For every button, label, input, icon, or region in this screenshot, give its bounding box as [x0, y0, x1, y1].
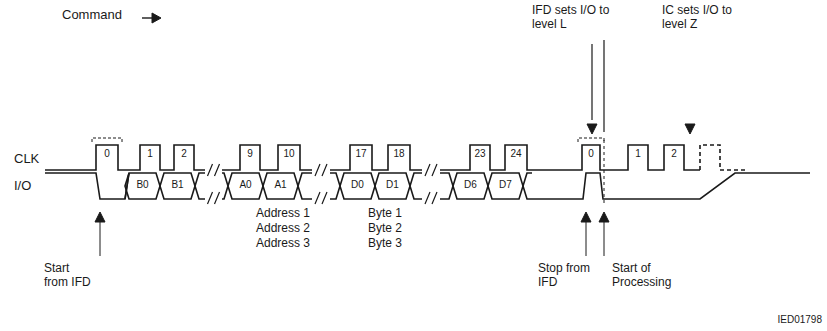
- command-arrow: [152, 13, 161, 23]
- io-start-bit: [45, 173, 129, 199]
- data-bit: B0: [136, 179, 148, 191]
- clock-number: 0: [104, 148, 110, 160]
- command-label: Command: [62, 8, 122, 23]
- data-bit: D6: [464, 179, 477, 191]
- break-mark: [315, 192, 327, 204]
- io-signal-end: [523, 173, 810, 199]
- event-label: Stop from IFD: [538, 262, 594, 290]
- io-continuation: [298, 173, 312, 199]
- data-bit-cell: [453, 173, 488, 199]
- start-bracket: [92, 138, 122, 142]
- processing-arrow-stem: [604, 222, 605, 256]
- data-bit: D0: [351, 179, 364, 191]
- break-mark: [425, 192, 437, 204]
- stop-bracket: [578, 138, 604, 142]
- signal-name: CLK: [14, 152, 39, 167]
- data-bit-cell: [488, 173, 523, 199]
- stop-arrow-stem: [586, 222, 587, 256]
- ifd-arrow: [587, 124, 597, 134]
- clock-number: 1: [635, 148, 641, 160]
- clock-number: 0: [588, 148, 594, 160]
- clock-number: 17: [355, 148, 366, 160]
- break-mark: [208, 192, 220, 204]
- io-continuation: [330, 173, 340, 199]
- start-arrow: [95, 212, 105, 222]
- clock-signal: [45, 145, 700, 170]
- clock-number: 2: [181, 148, 187, 160]
- data-bit-cell: [263, 173, 298, 199]
- field-name: Address 3: [256, 237, 310, 251]
- annotation: IC sets I/O to level Z: [662, 4, 746, 32]
- data-bit: B1: [171, 179, 183, 191]
- ifd-arrow-stem: [591, 44, 592, 120]
- ifd-marker-line: [603, 40, 604, 132]
- data-bit: A0: [239, 179, 251, 191]
- clock-number: 23: [474, 148, 485, 160]
- field-name: Address 1: [256, 207, 310, 221]
- clock-continuation: [700, 145, 748, 170]
- clock-number: 24: [510, 148, 521, 160]
- io-continuation: [222, 173, 228, 199]
- data-bit-cell: [375, 173, 410, 199]
- event-label: Start from IFD: [44, 262, 96, 290]
- event-label: Start of Processing: [612, 262, 690, 290]
- processing-arrow: [599, 212, 609, 222]
- stop-arrow: [581, 212, 591, 222]
- io-edge: [523, 173, 532, 186]
- io-continuation: [195, 173, 205, 199]
- clock-number: 2: [671, 148, 677, 160]
- command-arrow-stem: [142, 17, 152, 18]
- io-continuation: [410, 173, 422, 199]
- field-name: Address 2: [256, 222, 310, 236]
- clock-number: 18: [393, 148, 404, 160]
- processing-marker: [604, 140, 605, 204]
- clock-number: 9: [247, 148, 253, 160]
- field-name: Byte 2: [368, 222, 402, 236]
- clock-number: 10: [283, 148, 294, 160]
- data-bit: A1: [274, 179, 286, 191]
- io-continuation: [440, 173, 453, 199]
- field-name: Byte 1: [368, 207, 402, 221]
- break-mark: [315, 164, 327, 176]
- clock-number: 1: [147, 148, 153, 160]
- field-name: Byte 3: [368, 237, 402, 251]
- start-arrow-stem: [100, 222, 101, 256]
- data-bit: D7: [499, 179, 512, 191]
- data-bit: D1: [386, 179, 399, 191]
- data-bit-cell: [228, 173, 263, 199]
- signal-name: I/O: [14, 179, 31, 194]
- break-mark: [208, 164, 220, 176]
- data-bit-cell: [160, 173, 195, 199]
- data-bit-cell: [125, 173, 160, 199]
- ic-arrow: [685, 124, 695, 134]
- figure-id: IED01798: [778, 314, 822, 326]
- data-bit-cell: [340, 173, 375, 199]
- break-mark: [425, 164, 437, 176]
- annotation: IFD sets I/O to level L: [532, 4, 612, 32]
